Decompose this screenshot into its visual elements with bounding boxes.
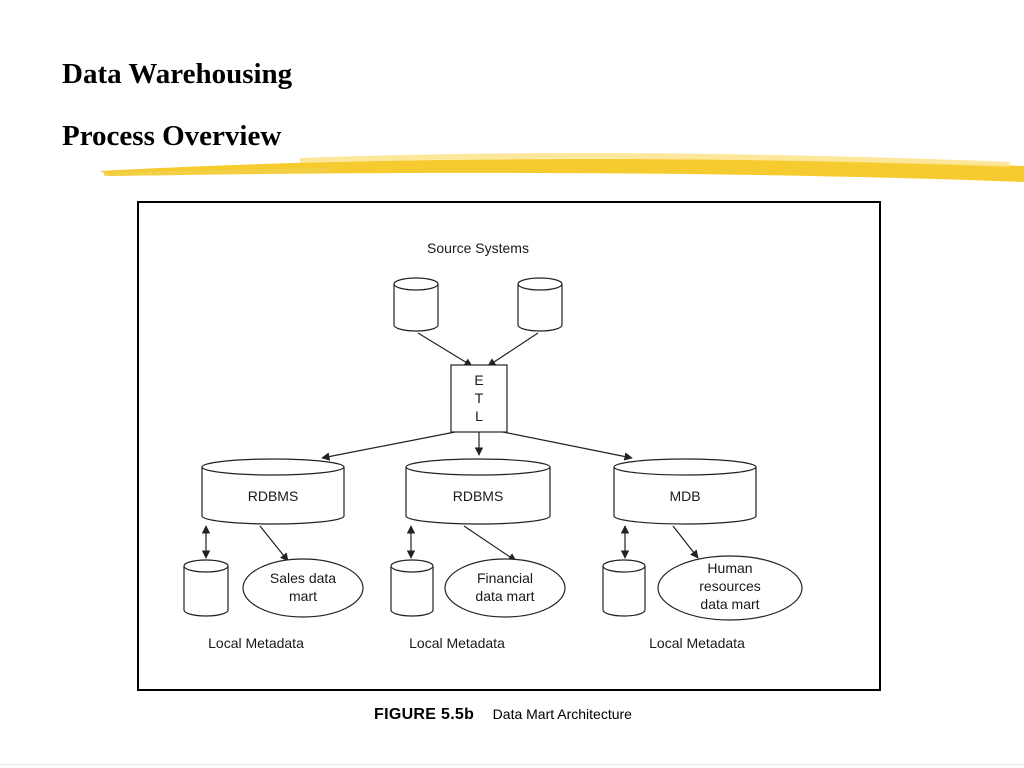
local-metadata-db-1 <box>183 559 229 617</box>
local-metadata-db-3 <box>602 559 646 617</box>
sales-data-mart <box>242 558 364 618</box>
slide-title-line-2: Process Overview <box>62 120 282 152</box>
highlighter-stroke-light <box>300 153 1010 167</box>
hr-data-mart-line-1: Human <box>707 560 752 576</box>
mart-db-3-label: MDB <box>669 488 700 504</box>
financial-data-mart-line-2: data mart <box>475 588 534 604</box>
source-systems-label: Source Systems <box>427 240 529 256</box>
highlighter-stroke <box>100 153 1024 182</box>
figure-description: Data Mart Architecture <box>492 706 632 722</box>
human-resources-data-mart <box>657 555 803 621</box>
local-metadata-label-2: Local Metadata <box>409 635 505 651</box>
hr-data-mart-line-3: data mart <box>700 596 759 612</box>
local-metadata-db-2 <box>390 559 434 617</box>
figure-caption: FIGURE 5.5b Data Mart Architecture <box>374 706 632 724</box>
financial-data-mart-line-1: Financial <box>477 570 533 586</box>
sales-data-mart-line-2: mart <box>289 588 317 604</box>
slide-title-line-1: Data Warehousing <box>62 58 293 90</box>
arrow-db-3-to-hr-mart <box>672 525 699 559</box>
source-system-db-1 <box>393 277 439 332</box>
etl-letter-l: L <box>475 408 483 424</box>
arrow-etl-to-db-3 <box>502 431 633 461</box>
bottom-divider <box>0 764 1024 765</box>
source-system-db-2 <box>517 277 563 332</box>
figure-frame <box>137 201 881 691</box>
mart-db-1 <box>201 458 345 525</box>
local-metadata-label-3: Local Metadata <box>649 635 745 651</box>
arrow-etl-to-db-1 <box>321 431 456 461</box>
etl-box <box>450 364 508 433</box>
local-metadata-label-1: Local Metadata <box>208 635 304 651</box>
mart-db-2 <box>405 458 551 525</box>
etl-letter-t: T <box>475 390 484 406</box>
highlighter-stroke-main <box>100 158 1024 182</box>
financial-data-mart <box>444 558 566 618</box>
mart-db-2-label: RDBMS <box>453 488 504 504</box>
arrow-db-2-to-financial-mart <box>463 525 517 562</box>
etl-letter-e: E <box>474 372 483 388</box>
sales-data-mart-line-1: Sales data <box>270 570 336 586</box>
hr-data-mart-line-2: resources <box>699 578 760 594</box>
mart-db-3 <box>613 458 757 525</box>
mart-db-1-label: RDBMS <box>248 488 299 504</box>
arrow-source-1-to-etl <box>417 332 473 367</box>
figure-label: FIGURE 5.5b <box>374 706 475 723</box>
arrow-db-1-to-sales-mart <box>259 525 289 562</box>
arrow-source-2-to-etl <box>487 332 539 367</box>
highlighter-stroke-tail <box>104 168 330 176</box>
